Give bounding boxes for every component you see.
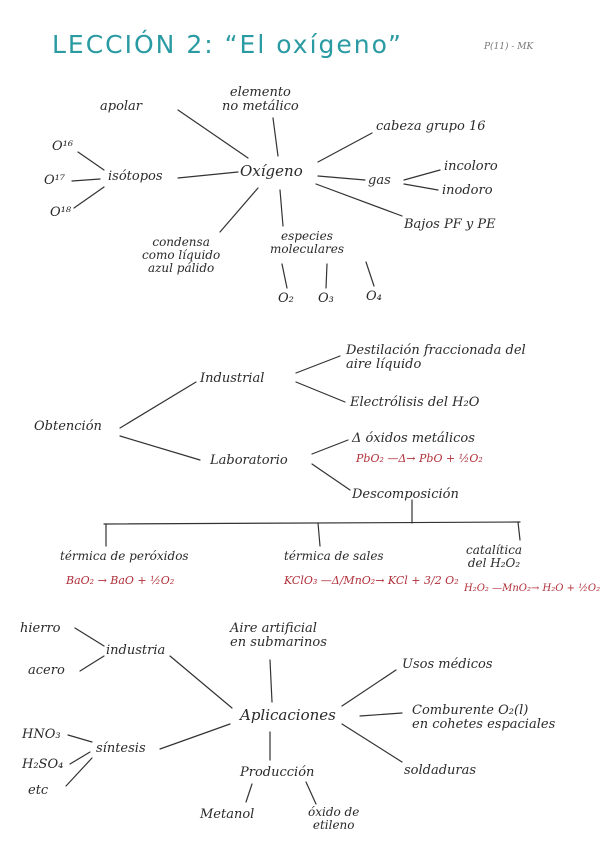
line-cabeza bbox=[317, 132, 373, 163]
elemento-label: elemento no metálico bbox=[222, 85, 299, 114]
reaccion-kclo3: KClO₃ —Δ/MnO₂→ KCl + 3/2 O₂ bbox=[284, 574, 459, 587]
sintesis-label: síntesis bbox=[96, 741, 146, 756]
line-especies bbox=[279, 189, 284, 227]
line-bajos bbox=[315, 183, 403, 217]
line-isotopos bbox=[177, 171, 239, 179]
oxigeno-center: Oxígeno bbox=[240, 162, 303, 180]
line-oxido-etileno bbox=[305, 781, 317, 805]
line-drop-sales bbox=[317, 522, 321, 547]
line-incoloro bbox=[403, 169, 441, 181]
termica-sales-label: térmica de sales bbox=[284, 549, 384, 563]
usos-label: Usos médicos bbox=[402, 657, 493, 672]
apolar-label: apolar bbox=[100, 99, 143, 114]
isotopos-label: isótopos bbox=[108, 169, 163, 184]
o2-label: O₂ bbox=[278, 291, 294, 306]
laboratorio-label: Laboratorio bbox=[210, 453, 288, 468]
line-oxidos bbox=[311, 439, 349, 455]
especies-label: especies moleculares bbox=[270, 229, 344, 256]
line-descomposicion bbox=[311, 463, 351, 491]
line-o2 bbox=[281, 263, 288, 289]
line-desc-bar bbox=[103, 521, 521, 525]
reaccion-h2o2: H₂O₂ —MnO₂→ H₂O + ½O₂ bbox=[464, 583, 600, 594]
line-laboratorio bbox=[119, 435, 201, 461]
page-title: LECCIÓN 2: “El oxígeno” bbox=[52, 30, 403, 59]
line-apolar bbox=[177, 109, 249, 159]
inodoro-label: inodoro bbox=[442, 183, 493, 198]
o17-label: O¹⁷ bbox=[44, 173, 66, 188]
line-etc bbox=[65, 757, 93, 787]
line-o16 bbox=[77, 151, 105, 171]
cabeza-label: cabeza grupo 16 bbox=[376, 119, 486, 134]
line-h2so4 bbox=[69, 751, 91, 765]
line-comburente bbox=[359, 712, 403, 717]
oxidos-label: Δ óxidos metálicos bbox=[352, 431, 475, 446]
line-sintesis bbox=[159, 723, 231, 750]
o4-label: O₄ bbox=[366, 289, 382, 304]
title-note: P(11) - MK bbox=[484, 42, 534, 52]
o16-label: O¹⁶ bbox=[52, 139, 74, 154]
o18-label: O¹⁸ bbox=[50, 205, 72, 220]
line-o17 bbox=[71, 178, 101, 182]
gas-label: gas bbox=[368, 173, 391, 188]
line-hno3 bbox=[67, 734, 93, 743]
acero-label: acero bbox=[28, 663, 65, 678]
metanol-label: Metanol bbox=[200, 807, 255, 822]
hierro-label: hierro bbox=[20, 621, 61, 636]
industria-label: industria bbox=[106, 643, 166, 658]
line-destilacion bbox=[295, 355, 341, 374]
bajos-label: Bajos PF y PE bbox=[404, 217, 496, 232]
electrolisis-label: Electrólisis del H₂O bbox=[350, 395, 480, 410]
line-soldaduras bbox=[341, 723, 403, 763]
catalitica-label: catalítica del H₂O₂ bbox=[466, 543, 523, 570]
line-acero bbox=[79, 655, 105, 672]
line-metanol bbox=[245, 783, 253, 803]
incoloro-label: incoloro bbox=[444, 159, 498, 174]
comburente-label: Comburente O₂(l) en cohetes espaciales bbox=[412, 703, 556, 732]
line-inodoro bbox=[403, 183, 439, 191]
aire-label: Aire artificial en submarinos bbox=[230, 621, 327, 650]
industrial-label: Industrial bbox=[200, 371, 265, 386]
termica-peroxidos-label: térmica de peróxidos bbox=[60, 549, 189, 563]
line-condensa bbox=[219, 187, 259, 233]
soldaduras-label: soldaduras bbox=[404, 763, 477, 778]
hno3-label: HNO₃ bbox=[22, 727, 61, 742]
line-aire bbox=[269, 659, 273, 703]
line-drop-catalitica bbox=[517, 521, 521, 541]
reaccion-pbo2: PbO₂ —Δ→ PbO + ½O₂ bbox=[356, 452, 483, 465]
destilacion-label: Destilación fraccionada del aire líquido bbox=[346, 343, 526, 372]
produccion-label: Producción bbox=[240, 765, 315, 780]
condensa-label: condensa como líquido azul pálido bbox=[142, 235, 221, 275]
line-o18 bbox=[73, 186, 105, 209]
line-electrolisis bbox=[295, 381, 346, 403]
line-usos bbox=[341, 669, 397, 707]
obtencion-label: Obtención bbox=[34, 419, 102, 434]
line-o4 bbox=[365, 261, 375, 287]
oxido-etileno-label: óxido de etileno bbox=[308, 805, 360, 832]
etc-label: etc bbox=[28, 783, 49, 798]
line-industrial bbox=[119, 381, 197, 429]
line-hierro bbox=[74, 627, 105, 647]
line-elemento bbox=[272, 117, 279, 157]
h2so4-label: H₂SO₄ bbox=[22, 757, 64, 772]
line-o3 bbox=[325, 263, 328, 289]
o3-label: O₃ bbox=[318, 291, 334, 306]
line-industria bbox=[169, 655, 233, 709]
aplicaciones-center: Aplicaciones bbox=[240, 706, 336, 724]
reaccion-bao2: BaO₂ → BaO + ½O₂ bbox=[66, 574, 175, 587]
line-gas bbox=[317, 175, 366, 181]
descomposicion-label: Descomposición bbox=[352, 487, 459, 502]
